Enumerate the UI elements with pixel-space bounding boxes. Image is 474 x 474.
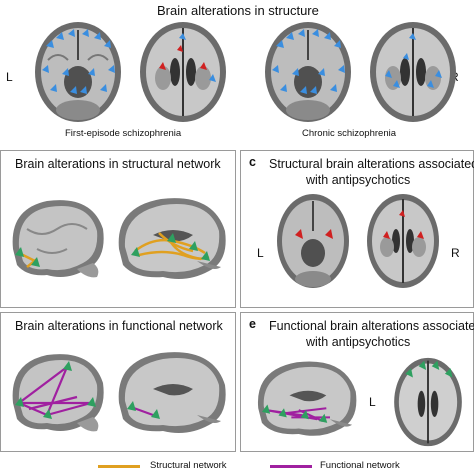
panel-d-title: Brain alterations in functional network [15,319,223,333]
brain-axial-top-functional-antipsychotics [394,357,462,447]
panel-d: Brain alterations in functional network [0,312,236,452]
panel-a-left-label: L [6,70,13,84]
panel-c: c Structural brain alterations associate… [240,150,474,308]
panel-a-title: Brain alterations in structure [157,3,319,18]
brain-sagittal-lateral-functional [12,354,104,432]
panel-c-left-label: L [257,246,264,260]
brain-axial-ventral-chronic [265,22,351,122]
legend-structural-swatch [98,465,140,468]
brain-axial-ventral-antipsychotics [277,194,349,288]
panel-c-letter: c [249,155,256,169]
legend-structural-label: Structural network [150,460,227,471]
panel-e-title-line1: Functional brain alterations associated [269,319,474,333]
panel-c-title-line2: with antipsychotics [306,173,411,187]
panel-b-title: Brain alterations in structural network [15,157,221,171]
brain-sagittal-medial-structural [118,198,226,279]
legend-functional-swatch [270,465,312,468]
panel-a: Brain alterations in structure L R [0,0,474,146]
panel-c-title-line1: Structural brain alterations associated [269,157,474,171]
brain-axial-mid-first-episode [140,22,226,122]
panel-b: Brain alterations in structural network [0,150,236,308]
panel-e-title-line2: with antipsychotics [306,335,411,349]
brain-sagittal-medial-functional-antipsychotics [257,361,357,436]
panel-e-letter: e [249,317,256,331]
caption-first-episode: First-episode schizophrenia [65,128,182,139]
brain-axial-mid-antipsychotics [367,194,439,288]
brain-axial-mid-chronic [370,22,456,122]
legend-functional-label: Functional network [320,460,400,471]
panel-e: e Functional brain alterations associate… [240,312,474,452]
caption-chronic: Chronic schizophrenia [302,128,396,139]
brain-sagittal-medial-functional [118,352,226,433]
panel-c-right-label: R [451,246,460,260]
brain-sagittal-lateral-structural [12,200,104,278]
panel-e-left-label: L [369,395,376,409]
brain-axial-ventral-first-episode [35,22,121,122]
